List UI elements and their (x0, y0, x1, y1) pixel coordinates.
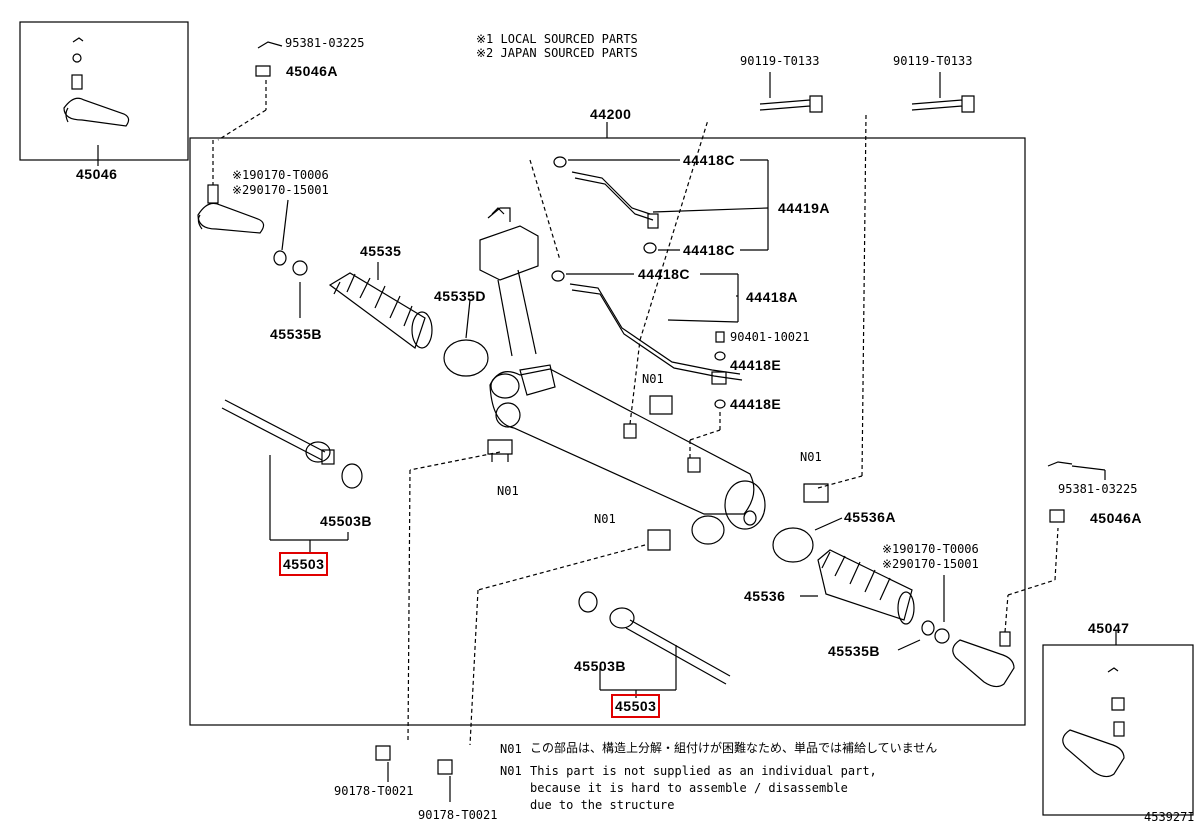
part-95381-right[interactable]: 95381-03225 (1058, 482, 1138, 496)
part-190170-top[interactable]: ※190170-T0006 (232, 168, 329, 182)
part-44418C-2[interactable]: 44418C (683, 242, 736, 258)
tie-rod-end-inset-right (1062, 667, 1125, 778)
nut-90178-b (437, 759, 453, 775)
part-45503B-left[interactable]: 45503B (320, 513, 373, 529)
part-45535B-right[interactable]: 45535B (828, 643, 881, 659)
part-45536[interactable]: 45536 (744, 588, 786, 604)
lock-washer-left (341, 463, 363, 489)
footnote-n01-en-text-2: because it is hard to assemble / disasse… (530, 781, 848, 795)
part-N01-top[interactable]: N01 (642, 372, 664, 386)
clamp-45535D (443, 339, 489, 377)
bushing-n01-right (803, 483, 829, 503)
part-290170-right[interactable]: ※290170-15001 (882, 557, 979, 571)
part-45046[interactable]: 45046 (76, 166, 118, 182)
boot-left (328, 272, 433, 349)
bolt-90119-right (911, 95, 975, 113)
footnote-n01-jp-text: この部品は、構造上分解・組付けが困難なため、単品では補給していません (530, 741, 938, 755)
part-290170-top[interactable]: ※290170-15001 (232, 183, 329, 197)
part-90119-b[interactable]: 90119-T0133 (893, 54, 973, 68)
part-90401[interactable]: 90401-10021 (730, 330, 810, 344)
bushing-n01-top (649, 395, 673, 415)
part-44418E-2[interactable]: 44418E (730, 396, 782, 412)
note-japan-sourced: ※2 JAPAN SOURCED PARTS (476, 46, 638, 60)
part-190170-right[interactable]: ※190170-T0006 (882, 542, 979, 556)
footnote-n01-en-code: N01 (500, 764, 522, 778)
rack-housing (489, 364, 766, 545)
part-N01-bottom[interactable]: N01 (594, 512, 616, 526)
part-45046A-right[interactable]: 45046A (1090, 510, 1143, 526)
part-44418A[interactable]: 44418A (746, 289, 799, 305)
footnote-n01-en-text-3: due to the structure (530, 798, 675, 812)
part-45047[interactable]: 45047 (1088, 620, 1130, 636)
part-45046A-top[interactable]: 45046A (286, 63, 339, 79)
tie-rod-end-inset-left (63, 37, 130, 127)
part-95381-top[interactable]: 95381-03225 (285, 36, 365, 50)
clamp-45536A (772, 527, 814, 563)
part-45536A[interactable]: 45536A (844, 509, 897, 525)
part-90178-b[interactable]: 90178-T0021 (418, 808, 498, 822)
tube-44418A (569, 283, 741, 375)
part-44418C-3[interactable]: 44418C (638, 266, 691, 282)
footnote-n01-jp-code: N01 (500, 742, 522, 756)
part-44418E-1[interactable]: 44418E (730, 357, 782, 373)
valve-housing (479, 207, 539, 357)
part-44418C-1[interactable]: 44418C (683, 152, 736, 168)
assembly-frame (189, 137, 1026, 726)
note-local-sourced: ※1 LOCAL SOURCED PARTS (476, 32, 638, 46)
tie-rod-end-right (952, 631, 1015, 688)
part-45503B-right[interactable]: 45503B (574, 658, 627, 674)
inset-45046-box (19, 21, 189, 161)
tube-44419A (571, 171, 651, 215)
inset-45047-box (1042, 644, 1194, 816)
nut-90178-a (375, 745, 391, 761)
footnote-n01-en-text-1: This part is not supplied as an individu… (530, 764, 877, 778)
part-45503-right[interactable]: 45503 (610, 694, 661, 718)
bolt-90119-left (759, 95, 823, 113)
part-45503-left[interactable]: 45503 (278, 552, 329, 576)
figure-id: 453927I (1144, 810, 1195, 824)
part-90119-a[interactable]: 90119-T0133 (740, 54, 820, 68)
part-N01-left[interactable]: N01 (497, 484, 519, 498)
part-45535[interactable]: 45535 (360, 243, 402, 259)
part-45535B-left[interactable]: 45535B (270, 326, 323, 342)
part-90178-a[interactable]: 90178-T0021 (334, 784, 414, 798)
bushing-n01-bottom (647, 529, 671, 551)
part-44200[interactable]: 44200 (590, 106, 632, 122)
inner-tie-rod-left (221, 399, 335, 465)
boot-right (817, 549, 915, 625)
part-45535D[interactable]: 45535D (434, 288, 487, 304)
bushing-n01-left (487, 439, 513, 462)
part-N01-right[interactable]: N01 (800, 450, 822, 464)
part-44419A[interactable]: 44419A (778, 200, 831, 216)
